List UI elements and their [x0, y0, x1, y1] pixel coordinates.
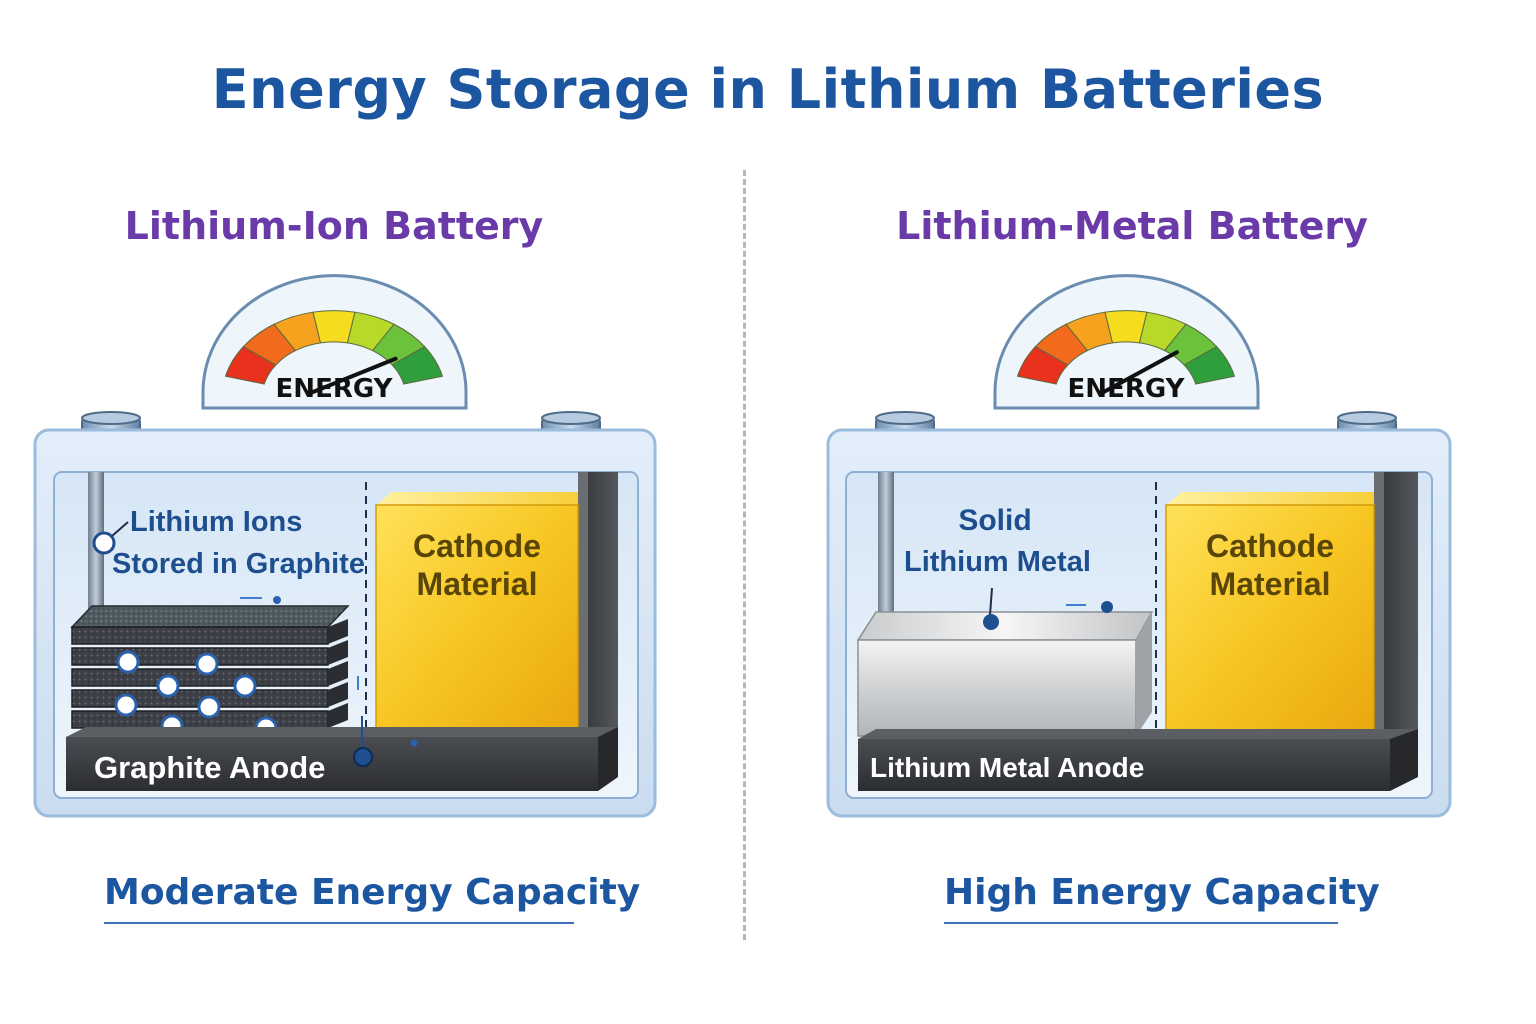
li-metal-lithium-slab — [856, 611, 1154, 737]
lithium-ion-dot — [156, 674, 180, 698]
li-ion-heading: Lithium-Ion Battery — [124, 204, 544, 248]
li-metal-anode-label: Lithium Metal Anode — [870, 752, 1145, 783]
lithium-ion-dot — [114, 693, 138, 717]
graphite-layer-side — [328, 661, 348, 686]
li-ion-graphite-stack — [70, 605, 350, 740]
li-ion-anode-base — [66, 727, 618, 791]
lithium-ion-dot — [195, 652, 219, 676]
li-metal-gauge-segment — [1183, 346, 1236, 385]
li-ion-capacity-underline — [104, 922, 574, 924]
li-ion-battery — [33, 274, 657, 818]
li-metal-gauge-needle — [1098, 350, 1179, 396]
li-ion-gauge-needle — [306, 356, 398, 396]
li-metal-gauge-label: ENERGY — [1067, 374, 1185, 404]
center-divider — [743, 170, 746, 940]
li-ion-cathode — [375, 492, 579, 736]
li-ion-gauge-label: ENERGY — [275, 374, 393, 404]
graphite-layer-side — [328, 682, 348, 707]
li-ion-ion-label-line2: Stored in Graphite — [112, 548, 365, 580]
graphite-layer-side — [328, 619, 348, 644]
li-ion-energy-gauge — [201, 274, 468, 410]
lithium-ion-dot — [116, 650, 140, 674]
graphite-layer — [71, 626, 329, 645]
li-ion-cathode-label-line2: Material — [416, 566, 538, 602]
li-metal-battery — [826, 274, 1452, 818]
li-metal-heading: Lithium-Metal Battery — [896, 204, 1368, 248]
li-metal-anode-base — [858, 729, 1418, 791]
li-ion-callout-dot — [92, 531, 116, 555]
li-metal-cathode-label-line2: Material — [1209, 566, 1331, 602]
li-metal-metal-label-line2: Lithium Metal — [904, 546, 1091, 578]
li-ion-anode-label: Graphite Anode — [94, 750, 326, 785]
li-metal-cathode — [1165, 492, 1375, 736]
li-metal-capacity-label: High Energy Capacity — [944, 872, 1380, 913]
li-metal-capacity-underline — [944, 922, 1338, 924]
li-metal-cathode-label-line1: Cathode — [1206, 528, 1334, 564]
li-ion-gauge-segment — [391, 346, 444, 385]
graphite-layer-side — [328, 640, 348, 665]
lithium-ion-dot — [233, 674, 257, 698]
li-metal-metal-label-line1: Solid — [958, 504, 1032, 537]
li-ion-ion-label-line1: Lithium Ions — [130, 506, 303, 538]
graphite-layer-side — [328, 703, 348, 728]
li-ion-capacity-label: Moderate Energy Capacity — [104, 872, 641, 913]
li-metal-callout-dot — [983, 614, 999, 630]
li-metal-energy-gauge — [993, 274, 1260, 410]
page-title: Energy Storage in Lithium Batteries — [211, 58, 1325, 121]
li-ion-cathode-label-line1: Cathode — [413, 528, 541, 564]
lithium-ion-dot — [197, 695, 221, 719]
li-ion-marker — [353, 747, 373, 767]
